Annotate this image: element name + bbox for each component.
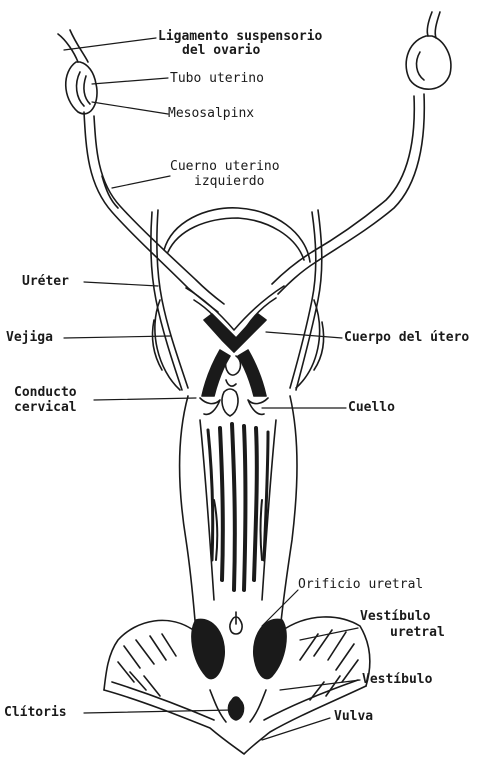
label-ureter: Uréter (22, 275, 69, 289)
label-vestibulo-uretral: Vestíbulo (360, 610, 430, 624)
vagina (180, 396, 298, 632)
urethral-vestibule (192, 612, 286, 679)
vulva (104, 617, 370, 754)
right-uterine-horn (272, 94, 424, 294)
label-vestibulo: Vestíbulo (362, 673, 432, 687)
left-ovary (58, 30, 97, 114)
label-mesosalpinx: Mesosalpinx (168, 107, 254, 121)
label-cuerno-uterino: Cuerno uterino (170, 160, 280, 174)
label-clitoris: Clítoris (4, 706, 67, 720)
label-tubo-uterino: Tubo uterino (170, 72, 264, 86)
label-ligamento-2: del ovario (182, 44, 260, 58)
label-vejiga: Vejiga (6, 331, 53, 345)
label-cuello: Cuello (348, 401, 395, 415)
label-conducto: Conducto (14, 386, 77, 400)
label-vestibulo-uretral-2: uretral (390, 626, 445, 640)
right-ovary (406, 12, 451, 89)
label-cuerpo-utero: Cuerpo del útero (344, 331, 469, 345)
label-conducto-cervical: cervical (14, 401, 77, 415)
uterine-body (186, 286, 284, 396)
bladder (152, 208, 323, 390)
label-ligamento: Ligamento suspensorio (158, 30, 322, 44)
label-vulva: Vulva (334, 710, 373, 724)
ureters (151, 210, 322, 390)
label-orificio-uretral: Orificio uretral (298, 578, 423, 592)
label-cuerno-izquierdo: izquierdo (194, 175, 264, 189)
